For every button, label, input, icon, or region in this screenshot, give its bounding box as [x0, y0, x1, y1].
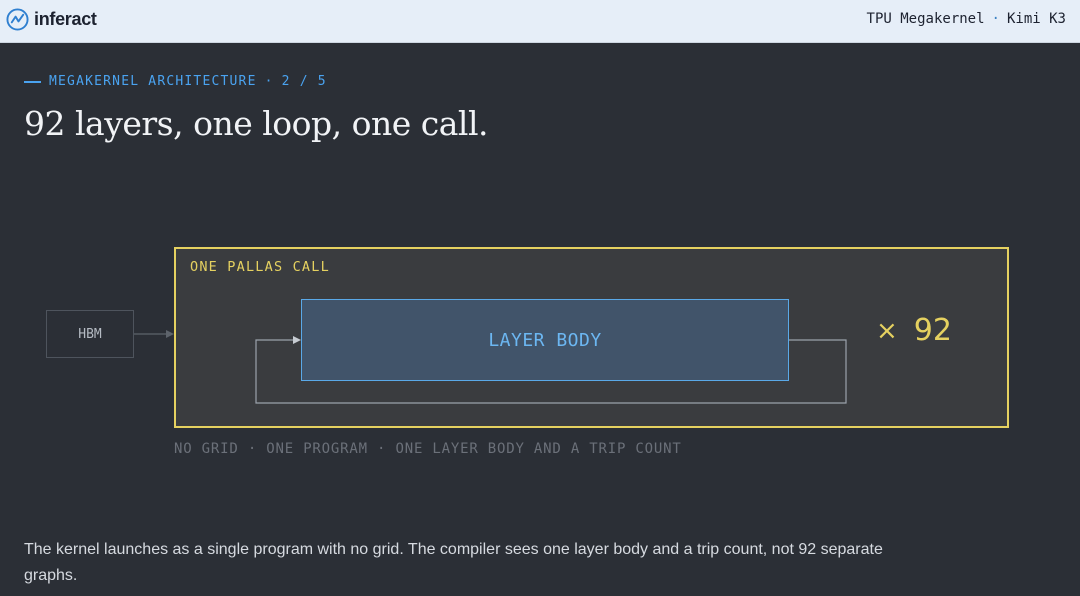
- section-eyebrow: MEGAKERNEL ARCHITECTURE · 2 / 5: [24, 74, 327, 89]
- repeat-count-value: 92: [913, 313, 952, 348]
- diagram-connectors: [134, 330, 847, 404]
- top-bar: inferact TPU Megakernel · Kimi K3: [0, 0, 1080, 43]
- repeat-count: × 92: [876, 313, 952, 348]
- multiply-symbol: ×: [876, 315, 898, 346]
- deck-context: TPU Megakernel · Kimi K3: [867, 11, 1066, 27]
- slide-progress: 2 / 5: [281, 74, 327, 89]
- section-label: MEGAKERNEL ARCHITECTURE: [49, 74, 257, 89]
- diagram-caption: NO GRID · ONE PROGRAM · ONE LAYER BODY A…: [174, 441, 682, 457]
- slide-description: The kernel launches as a single program …: [24, 541, 883, 584]
- hbm-label: HBM: [78, 326, 102, 342]
- context-separator: ·: [991, 11, 1000, 27]
- layer-body-box: LAYER BODY: [301, 299, 789, 381]
- loop-arrow-head: [293, 336, 301, 344]
- layer-body-label: LAYER BODY: [488, 329, 602, 351]
- slide-content: MEGAKERNEL ARCHITECTURE · 2 / 5 92 layer…: [0, 43, 1080, 596]
- pallas-call-label: ONE PALLAS CALL: [190, 259, 330, 275]
- slide-title: 92 layers, one loop, one call.: [24, 104, 489, 143]
- loop-back-line: [255, 339, 847, 404]
- hbm-box: HBM: [46, 310, 134, 358]
- model-name: Kimi K3: [1006, 11, 1066, 27]
- deck-title: TPU Megakernel: [866, 11, 985, 27]
- eyebrow-dash: [24, 80, 41, 83]
- eyebrow-separator: ·: [264, 74, 274, 89]
- brand-logo[interactable]: inferact: [6, 7, 97, 31]
- hbm-arrow-head: [166, 330, 174, 338]
- brand-name: inferact: [34, 8, 97, 29]
- inferact-logo-icon: [6, 7, 29, 31]
